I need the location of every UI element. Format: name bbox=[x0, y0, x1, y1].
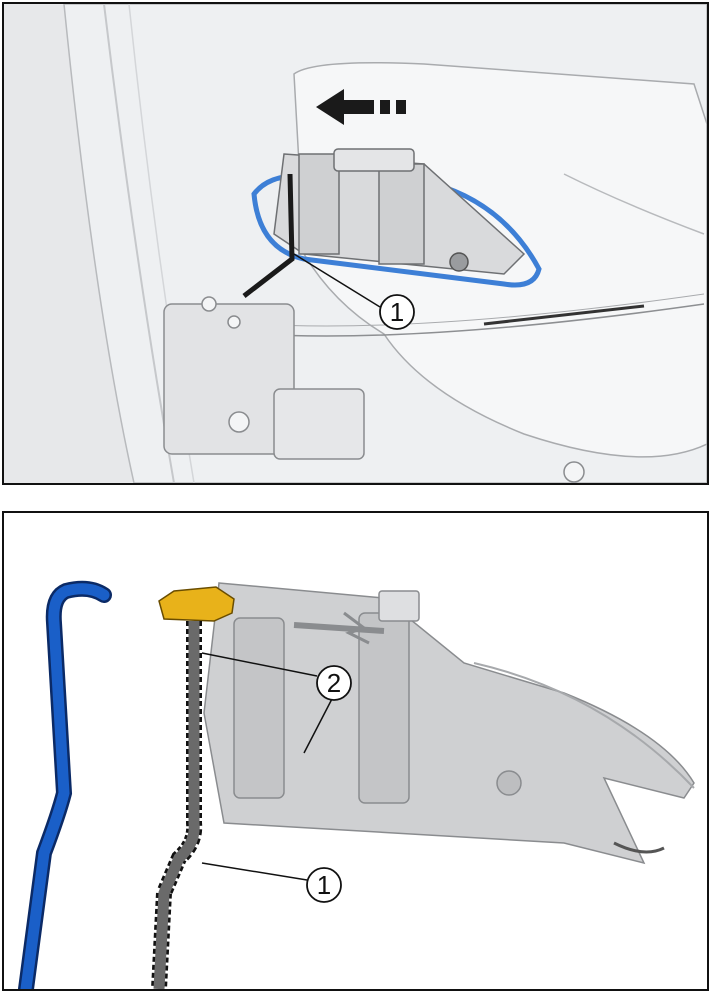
lock-mechanism bbox=[163, 296, 585, 483]
cable-connector bbox=[158, 586, 235, 622]
door-interior-view-panel: 1 bbox=[2, 2, 709, 485]
door-handle-body bbox=[203, 582, 695, 865]
callout-1: 1 bbox=[201, 862, 342, 903]
callout-2: 2 bbox=[201, 652, 352, 754]
callout-1: 1 bbox=[293, 253, 415, 330]
cable-1 bbox=[242, 173, 295, 298]
handle-detail-panel: 2 1 bbox=[2, 511, 709, 991]
callout-1-label: 1 bbox=[317, 870, 331, 900]
door-interior-illustration: 1 bbox=[4, 4, 707, 483]
handle-detail-illustration: 2 1 bbox=[18, 580, 695, 989]
callout-1-label: 1 bbox=[390, 297, 404, 327]
door-handle-bracket bbox=[273, 148, 526, 275]
direction-arrow-icon bbox=[316, 89, 406, 125]
callout-2-label: 2 bbox=[327, 668, 341, 698]
